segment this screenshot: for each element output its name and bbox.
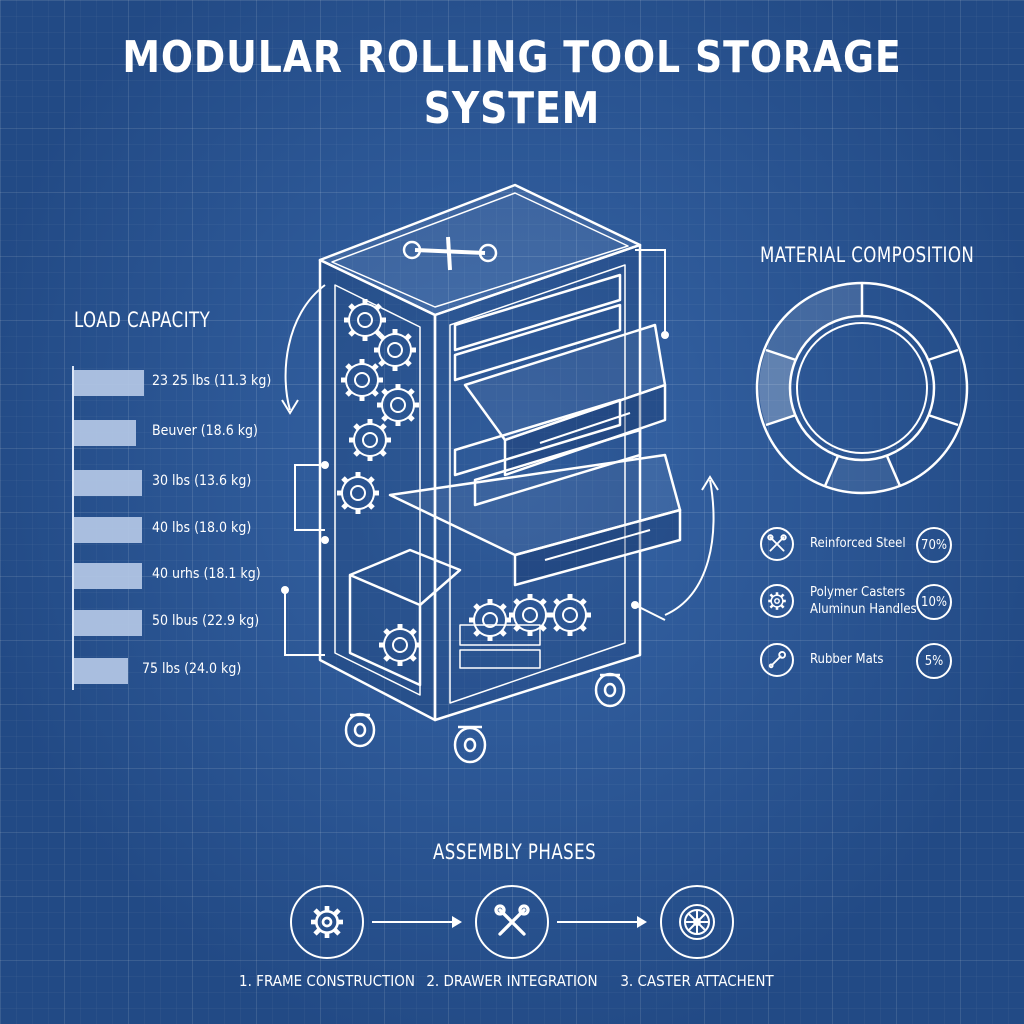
- material-percent: 10%: [916, 584, 952, 620]
- load-capacity-bar: [74, 610, 142, 636]
- wheel-icon: [660, 885, 734, 959]
- material-composition-heading: MATERIAL COMPOSITION: [760, 243, 975, 267]
- load-capacity-axis: [72, 366, 74, 690]
- tool-cart-illustration: [281, 183, 719, 764]
- load-capacity-bar: [74, 658, 129, 684]
- phase-label: 2. DRAWER INTEGRATION: [426, 972, 598, 990]
- page-title: MODULAR ROLLING TOOL STORAGE SYSTEM: [122, 32, 902, 134]
- material-label: Reinforced Steel: [810, 536, 906, 551]
- phase-label: 3. CASTER ATTACHENT: [620, 972, 774, 990]
- gear-icon: [290, 885, 364, 959]
- gear-icon: [760, 584, 794, 618]
- load-capacity-bar: [74, 563, 142, 589]
- phase-arrow-1: [372, 916, 462, 928]
- load-capacity-label: 75 lbs (24.0 kg): [142, 661, 242, 677]
- phase-label: 1. FRAME CONSTRUCTION: [239, 972, 415, 990]
- material-percent: 5%: [916, 643, 952, 679]
- load-capacity-heading: LOAD CAPACITY: [74, 308, 211, 332]
- material-percent: 70%: [916, 527, 952, 563]
- material-item: Rubber Mats 5%: [760, 643, 960, 683]
- load-capacity-label: 50 lbus (22.9 kg): [152, 613, 260, 629]
- load-capacity-label: Beuver (18.6 kg): [152, 423, 258, 439]
- load-capacity-label: 40 urhs (18.1 kg): [152, 566, 261, 582]
- material-label: Rubber Mats: [810, 652, 884, 667]
- load-capacity-label: 40 lbs (18.0 kg): [152, 520, 252, 536]
- load-capacity-bar: [74, 470, 142, 496]
- load-capacity-label: 23 25 lbs (11.3 kg): [152, 373, 272, 389]
- material-item: Reinforced Steel 70%: [760, 527, 960, 567]
- wrench-icon: [760, 643, 794, 677]
- material-donut-chart: [755, 281, 969, 495]
- phase-arrow-2: [557, 916, 647, 928]
- load-capacity-bar: [74, 517, 142, 543]
- load-capacity-bar: [74, 370, 145, 396]
- load-capacity-bar: [74, 420, 137, 446]
- tools-icon: [475, 885, 549, 959]
- tools-icon: [760, 527, 794, 561]
- assembly-heading: ASSEMBLY PHASES: [433, 840, 597, 864]
- load-capacity-label: 30 lbs (13.6 kg): [152, 473, 252, 489]
